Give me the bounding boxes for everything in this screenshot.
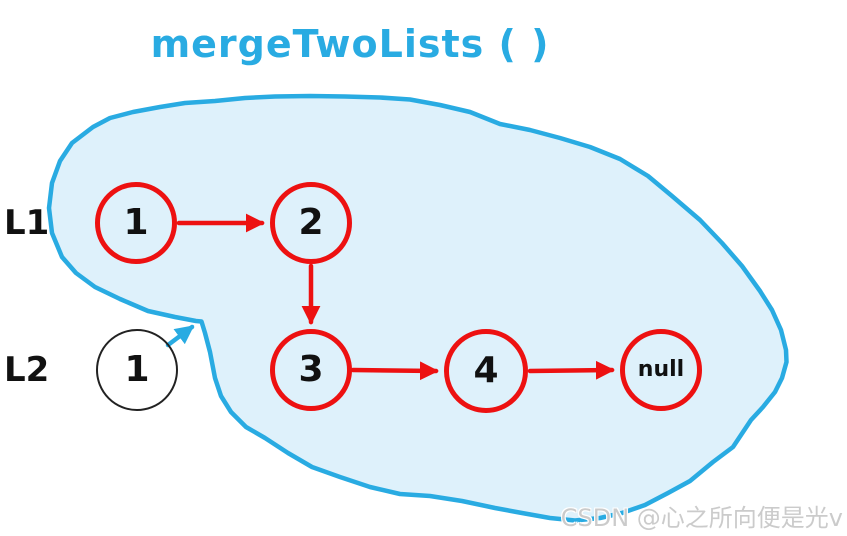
l1-node-1: 1 <box>95 182 177 264</box>
arrow-3-to-4 <box>350 361 439 381</box>
node-value: 3 <box>298 349 324 390</box>
merged-region-blob <box>46 93 789 523</box>
arrow-l2-to-merged-region <box>165 324 195 348</box>
diagram-title: mergeTwoLists ( ) <box>150 22 550 66</box>
l2-node-1: 1 <box>96 329 178 411</box>
watermark: CSDN @心之所向便是光v <box>560 504 843 532</box>
node-value: 1 <box>124 349 150 390</box>
node-value: 4 <box>473 350 499 391</box>
label-l2: L2 <box>4 350 50 390</box>
null-node: null <box>620 329 702 411</box>
merged-node-4: 4 <box>444 329 528 413</box>
arrow-4-to-null <box>527 360 615 380</box>
node-value: 1 <box>123 202 149 243</box>
l1-node-2: 2 <box>270 182 352 264</box>
node-value: 2 <box>298 202 324 243</box>
merged-node-3: 3 <box>270 329 352 411</box>
label-l1: L1 <box>4 203 50 243</box>
node-value: null <box>637 357 685 382</box>
